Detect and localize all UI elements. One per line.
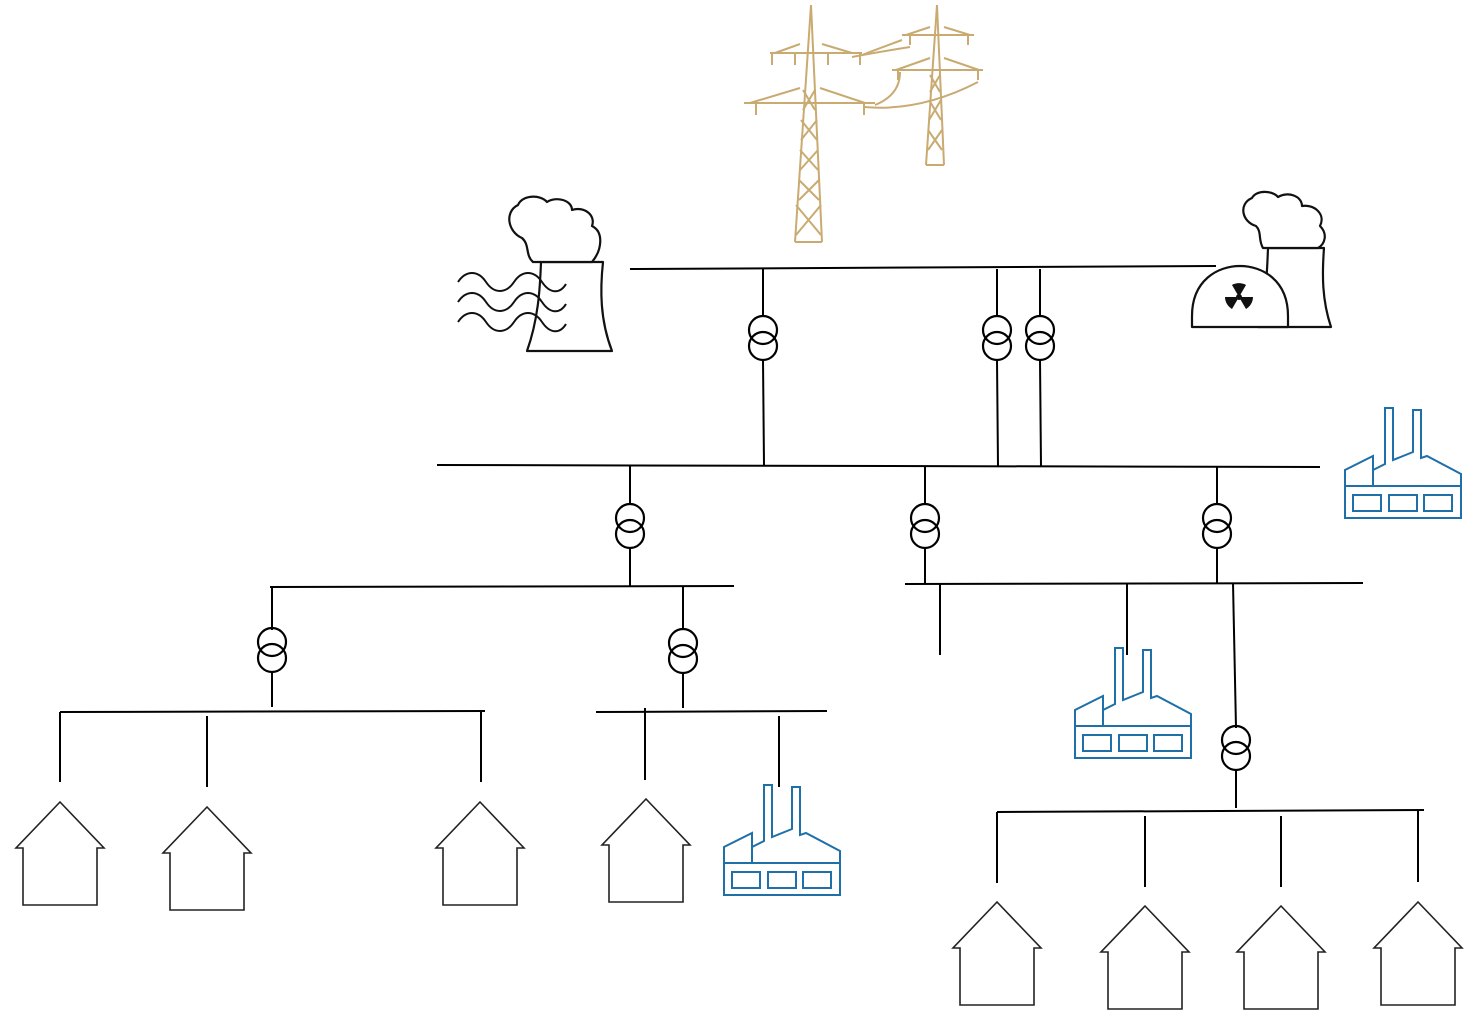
feeder-lines <box>59 269 1419 887</box>
houses <box>15 798 1463 1010</box>
house-icon <box>435 801 525 906</box>
transformer-icon <box>1024 314 1056 362</box>
factories <box>723 407 1462 896</box>
transformer-icon <box>1220 724 1252 772</box>
transformer-icon <box>909 502 941 550</box>
transformers <box>256 314 1252 772</box>
transformer-icon <box>256 626 288 674</box>
transformer-icon <box>747 314 779 362</box>
factory-icon <box>1344 407 1462 519</box>
house-icon <box>1373 901 1463 1006</box>
transformer-icon <box>981 314 1013 362</box>
house-icon <box>1236 905 1326 1010</box>
house-icon <box>15 801 105 906</box>
nuclear-power-plant-icon <box>1190 190 1333 329</box>
pylon-icon <box>744 4 983 243</box>
house-icon <box>601 798 691 903</box>
house-icon <box>1100 905 1190 1010</box>
factory-icon <box>723 784 841 896</box>
hydro-power-plant-icon <box>457 195 614 353</box>
transformer-icon <box>667 627 699 675</box>
house-icon <box>162 806 252 911</box>
transformer-icon <box>614 502 646 550</box>
transformer-icon <box>1201 502 1233 550</box>
house-icon <box>952 901 1042 1006</box>
busbars <box>59 265 1425 813</box>
factory-icon <box>1074 647 1192 759</box>
